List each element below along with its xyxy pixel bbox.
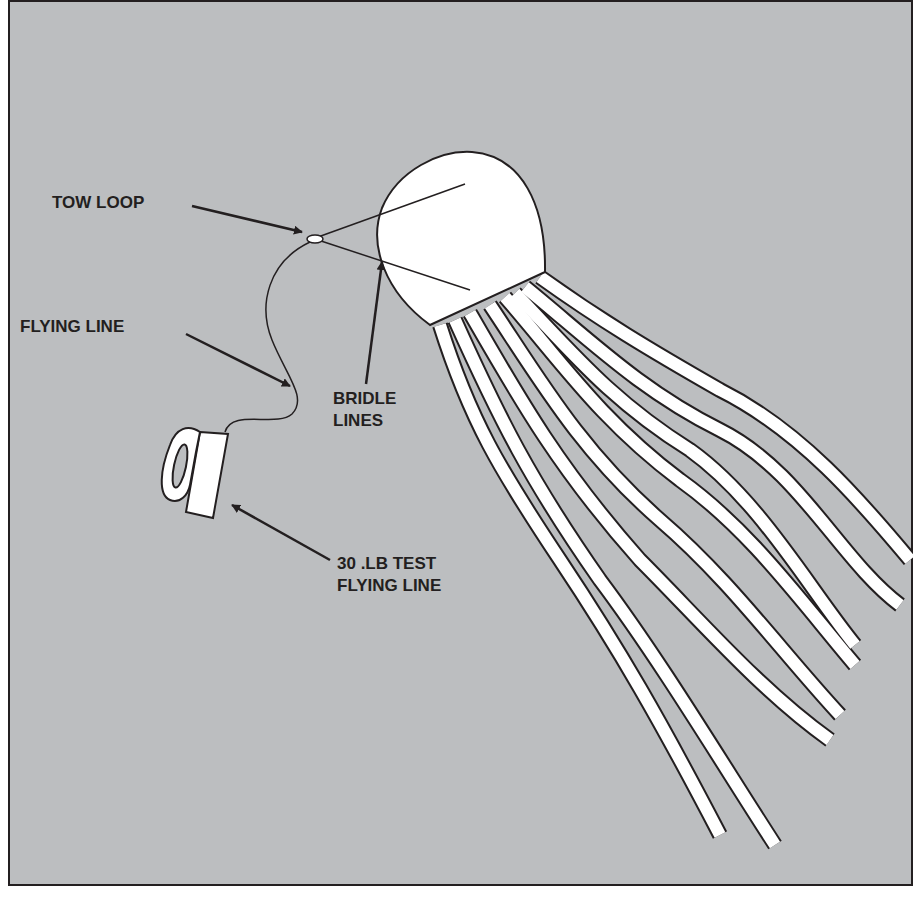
tail-streamer xyxy=(525,287,900,605)
tail-streamer xyxy=(515,293,855,645)
tail-streamer xyxy=(505,297,855,665)
flying-line xyxy=(225,242,310,432)
frame xyxy=(9,1,912,885)
callout-label: TOW LOOP xyxy=(52,192,192,214)
callout-label: FLYING LINE xyxy=(20,316,190,338)
line-spool xyxy=(162,428,228,518)
tail-streamer xyxy=(540,277,910,560)
tail-outline xyxy=(505,297,855,665)
leader-arrows xyxy=(186,206,382,560)
tail-streamer xyxy=(470,313,830,740)
kite-head xyxy=(377,152,545,325)
tail-streamer xyxy=(490,305,840,715)
bridle-line xyxy=(318,184,465,237)
callout-label: BRIDLE LINES xyxy=(333,388,423,432)
callout-label: 30 .LB TEST FLYING LINE xyxy=(337,553,472,597)
bridle-line xyxy=(318,240,470,290)
kite-tails xyxy=(440,277,910,845)
